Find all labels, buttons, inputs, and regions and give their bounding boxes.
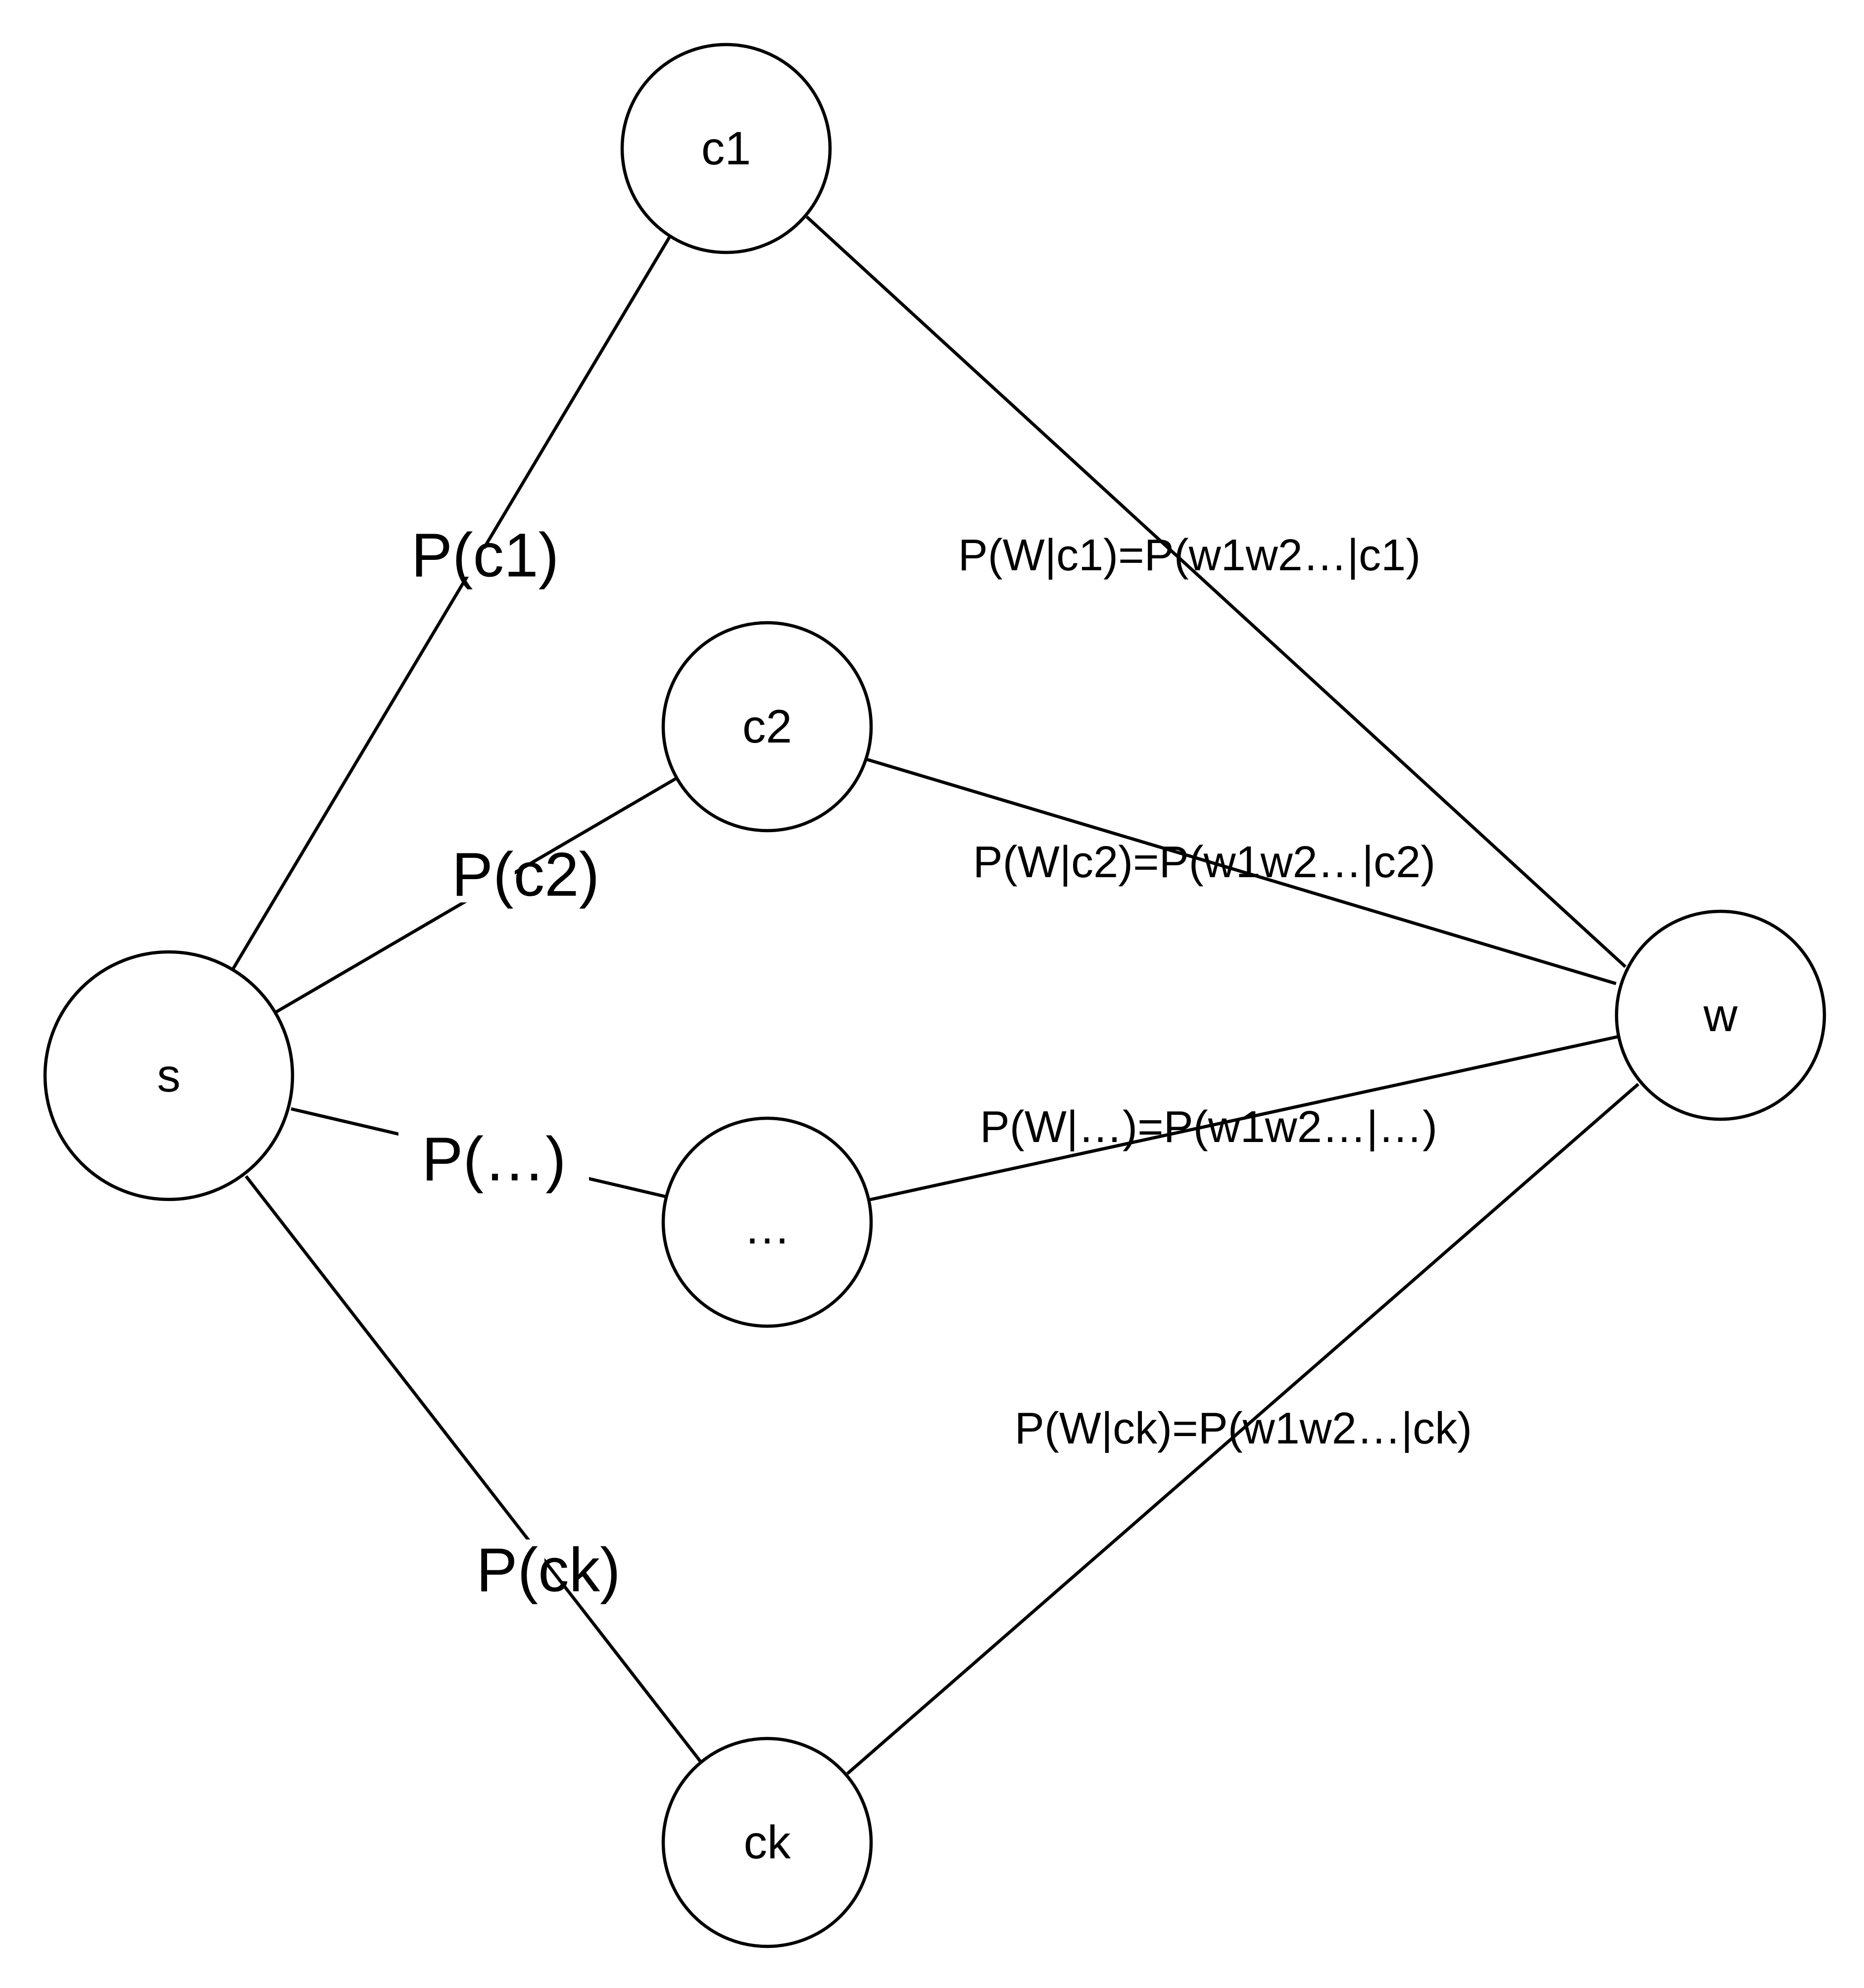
node-s-label: s — [157, 1049, 181, 1102]
node-w-label: w — [1703, 989, 1738, 1042]
likelihood-label-c2: P(W|c2)=P(w1w2…|c2) — [973, 838, 1435, 887]
prior-label-ck-group: P(ck) — [475, 1536, 621, 1605]
edge-s-c1 — [230, 232, 674, 972]
prior-label-c1-group: P(c1) — [396, 520, 559, 590]
node-c1: c1 — [620, 43, 832, 254]
edge-cdots-w — [868, 1035, 1619, 1202]
node-cdots: … — [661, 1116, 873, 1328]
prior-label-cdots: P(…) — [422, 1125, 566, 1194]
node-w: w — [1615, 909, 1826, 1121]
node-s: s — [43, 950, 294, 1201]
edge-c1-w — [805, 215, 1627, 968]
edge-ck-w — [846, 1083, 1640, 1775]
node-c2-label: c2 — [742, 700, 792, 753]
node-c1-label: c1 — [701, 122, 751, 175]
node-ck-label: ck — [744, 1816, 791, 1869]
prior-label-c1: P(c1) — [411, 521, 559, 590]
likelihood-label-ck: P(W|ck)=P(w1w2…|ck) — [1015, 1404, 1472, 1453]
likelihood-label-cdots: P(W|…)=P(w1w2…|…) — [980, 1102, 1437, 1152]
prior-label-cdots-group: P(…) — [398, 1118, 589, 1194]
edge-s-ck — [245, 1175, 703, 1764]
likelihood-label-c1: P(W|c1)=P(w1w2…|c1) — [958, 531, 1421, 580]
prior-label-c2: P(c2) — [452, 841, 600, 909]
node-cdots-label: … — [744, 1201, 791, 1254]
node-c2: c2 — [661, 621, 873, 833]
prior-label-c2-group: P(c2) — [445, 841, 599, 909]
prior-label-ck: P(ck) — [476, 1536, 621, 1605]
edge-c2-w — [866, 757, 1617, 986]
node-ck: ck — [661, 1737, 873, 1948]
